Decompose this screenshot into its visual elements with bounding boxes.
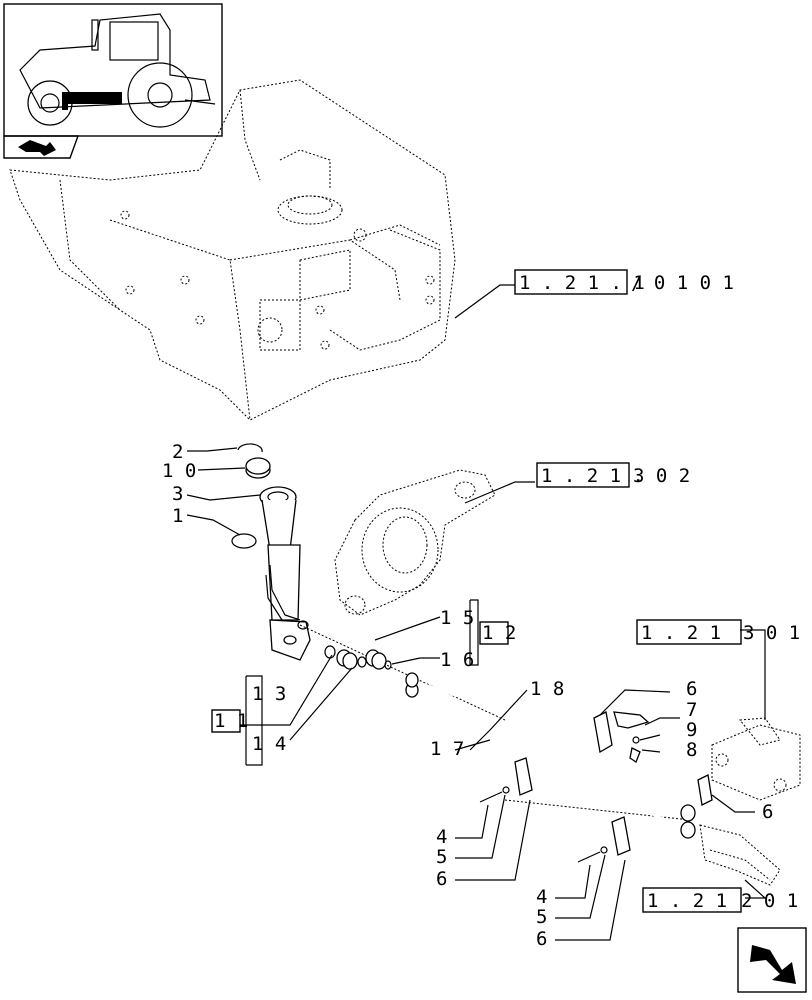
callout-11: 1 1: [214, 710, 248, 732]
o-ring-part: [231, 533, 257, 549]
bushing-part: [245, 457, 271, 479]
reference-3[interactable]: 1 . 2 1 3 0 1: [636, 619, 800, 645]
bracket-drawing: [699, 717, 801, 886]
next-page-arrow-icon[interactable]: [737, 927, 807, 993]
section-arrow-icon: [3, 135, 79, 159]
bolt-part: [479, 786, 608, 863]
group-brackets: [245, 600, 471, 765]
callout-6-right: 6: [762, 801, 773, 823]
ref-box-11: [211, 709, 241, 733]
callout-15: 1 5: [440, 607, 474, 629]
leader-lines: [186, 284, 767, 941]
seal-washer-part: [324, 645, 336, 659]
callout-4-b: 4: [536, 886, 547, 908]
callout-5-b: 5: [536, 906, 547, 928]
ref-box-12: [479, 621, 509, 645]
svg-text:1 . 2 1 .: 1 . 2 1 .: [541, 465, 644, 487]
callout-6-top: 6: [686, 678, 697, 700]
callout-7: 7: [686, 699, 697, 721]
callout-13: 1 3: [252, 683, 286, 705]
tractor-thumbnail-icon: [3, 3, 223, 137]
union-part: [365, 649, 392, 670]
callout-5-a: 5: [436, 846, 447, 868]
svg-text:3 0 2: 3 0 2: [633, 465, 690, 487]
clamp-part: [514, 711, 713, 856]
reference-1[interactable]: 1 . 2 1 . 1 / 0 1 0 1: [514, 269, 734, 295]
callout-6-b: 6: [536, 928, 547, 950]
svg-text:2 0 1: 2 0 1: [741, 890, 798, 912]
axle-housing-drawing: [9, 79, 456, 421]
reference-2[interactable]: 1 . 2 1 . 3 0 2: [536, 462, 690, 488]
callout-8: 8: [686, 739, 697, 761]
cylinder-part: [259, 486, 311, 661]
centreline: [299, 624, 506, 721]
svg-text:1 . 2 1: 1 . 2 1: [647, 890, 727, 912]
callout-17: 1 7: [430, 738, 464, 760]
callout-6-a: 6: [436, 868, 447, 890]
callout-10: 1 0: [162, 460, 196, 482]
lift-arm-drawing: [334, 469, 496, 616]
callout-1: 1: [172, 505, 183, 527]
adapter-part: [336, 649, 358, 670]
pipe-17: [405, 682, 696, 839]
callout-12: 1 2: [482, 622, 516, 644]
callout-4-a: 4: [436, 826, 447, 848]
svg-text:3 0 1: 3 0 1: [743, 622, 800, 644]
svg-text:/ 0 1 0 1: / 0 1 0 1: [631, 272, 734, 294]
callout-18: 1 8: [530, 678, 564, 700]
o-ring-small-part: [357, 656, 367, 668]
callout-3: 3: [172, 483, 183, 505]
centreline-lower: [504, 799, 691, 821]
svg-text:1 . 2 1: 1 . 2 1: [641, 622, 721, 644]
callout-2: 2: [172, 441, 183, 463]
pipe-18: [405, 672, 696, 822]
callout-14: 1 4: [252, 733, 286, 755]
reference-4[interactable]: 1 . 2 1 2 0 1: [642, 887, 798, 913]
svg-text:1 . 2 1 . 1: 1 . 2 1 . 1: [519, 272, 645, 294]
callout-16: 1 6: [440, 649, 474, 671]
callout-9: 9: [686, 719, 697, 741]
snap-ring-part: [237, 443, 263, 453]
